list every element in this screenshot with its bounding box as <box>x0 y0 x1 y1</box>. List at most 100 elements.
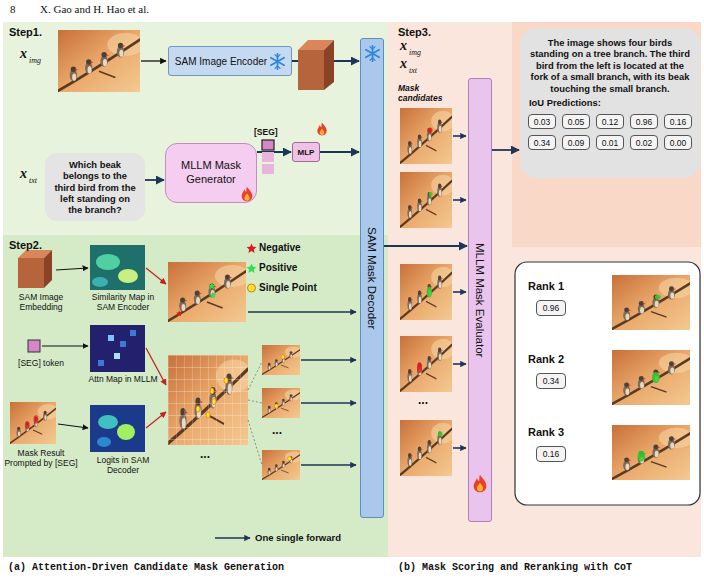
decoder-arrows <box>301 402 356 404</box>
mask-candidate <box>399 172 455 228</box>
point-crop <box>261 388 302 418</box>
point-arrows <box>146 268 166 284</box>
rank-score: 0.16 <box>536 446 566 462</box>
ranked-mask <box>652 372 660 383</box>
mask-candidate <box>399 336 455 392</box>
node-text: Which beak belongs to the third bird fro… <box>52 159 138 215</box>
node-text: 0.96 <box>636 117 653 127</box>
point-crop <box>281 355 285 359</box>
embedding-cube <box>44 250 52 288</box>
decoder-bar: SAM Mask Decoder <box>360 38 384 518</box>
grid-photo <box>210 388 214 394</box>
grid-photo <box>212 399 216 405</box>
part-label: SAM Image Embedding <box>4 292 78 312</box>
attention-map <box>90 325 145 372</box>
grid-photo <box>166 355 252 445</box>
similarity-map <box>96 254 120 270</box>
mask-result <box>34 415 39 423</box>
node-text: 0.09 <box>568 138 585 148</box>
node-text: 0.00 <box>670 138 687 148</box>
point-crop <box>261 345 302 375</box>
zoomed-photo <box>209 291 216 298</box>
step2-ground <box>3 235 388 557</box>
mask-result <box>9 402 58 444</box>
trainable-icon <box>317 123 326 136</box>
feature-cube <box>298 50 324 90</box>
input-arrow <box>141 60 166 61</box>
mask-candidate <box>399 264 455 320</box>
iou-score: 0.12 <box>596 114 624 129</box>
node-text: 0.96 <box>543 303 560 313</box>
subscript: txt <box>409 66 417 76</box>
similarity-map <box>118 269 138 283</box>
grid-photo <box>206 412 210 418</box>
node-text: 0.03 <box>534 117 551 127</box>
logits-map <box>90 405 145 452</box>
iou-score: 0.03 <box>528 114 556 129</box>
ellipsis: ... <box>200 447 210 461</box>
logits-map <box>117 424 135 440</box>
seg-token <box>28 340 40 352</box>
trainable-icon <box>240 186 254 202</box>
node-text: 0.34 <box>543 376 560 386</box>
evaluator-bar: MLLM Mask Evaluator <box>468 78 492 522</box>
ranked-mask <box>610 350 694 405</box>
candidate-arrows <box>453 135 466 137</box>
subscript: img <box>29 56 41 66</box>
input-photo <box>56 30 144 92</box>
decoder-arrows <box>215 312 356 538</box>
attention-map <box>98 360 104 366</box>
input-symbol: x <box>400 38 407 55</box>
seg-tokens <box>262 164 274 174</box>
mask-candidate <box>427 286 432 297</box>
flow-arrow <box>384 245 467 247</box>
mask-candidate <box>399 172 455 228</box>
ellipsis: ... <box>418 393 428 407</box>
attention-map <box>90 325 145 372</box>
ranked-mask <box>637 451 645 462</box>
node-text: 0.01 <box>602 138 619 148</box>
node-text: 0.05 <box>568 117 585 127</box>
rank-label: Rank 2 <box>528 353 564 366</box>
similarity-map <box>92 277 108 287</box>
point-crop <box>288 457 292 461</box>
page-number: 8 <box>10 3 16 16</box>
node-text: SAM Image Encoder <box>175 56 267 67</box>
seg-tokens <box>262 140 274 150</box>
similarity-map <box>90 245 145 290</box>
note-label: One single forward <box>255 532 341 543</box>
subscript: txt <box>29 176 37 186</box>
grid-photo <box>168 355 248 445</box>
zoomed-photo <box>166 262 250 322</box>
ranked-mask <box>610 425 694 480</box>
zoomed-photo <box>176 310 182 316</box>
logits-map <box>98 415 118 429</box>
legend-text: Single Point <box>259 282 317 294</box>
mask-candidate <box>399 264 455 320</box>
decoder-arrows <box>248 311 356 313</box>
node-text: 0.16 <box>543 449 560 459</box>
zoomed-photo <box>208 282 215 289</box>
mask-candidate <box>399 108 455 164</box>
decoder-arrows <box>301 464 356 466</box>
iou-score: 0.96 <box>630 114 658 129</box>
point-crop <box>274 404 278 408</box>
step-panel: Step2. <box>3 235 388 557</box>
node-text: 0.12 <box>602 117 619 127</box>
iou-score: 0.09 <box>562 135 590 150</box>
candidate-arrows <box>453 136 466 448</box>
ranked-mask <box>610 275 694 330</box>
node-text: Step1. <box>9 26 382 38</box>
input-arrows <box>42 345 88 346</box>
frozen-icon <box>269 53 286 70</box>
iou-score: 0.01 <box>596 135 624 150</box>
generator-box: MLLM Mask Generator <box>165 143 257 203</box>
subscript: img <box>409 48 421 58</box>
node-text: MLP <box>298 148 315 157</box>
point-crop <box>261 345 302 375</box>
node-text: Step2. <box>9 239 382 251</box>
frozen-icon <box>366 46 379 61</box>
output-ground <box>512 22 701 247</box>
part-label: Mask Result Prompted by [SEG] <box>4 448 78 468</box>
